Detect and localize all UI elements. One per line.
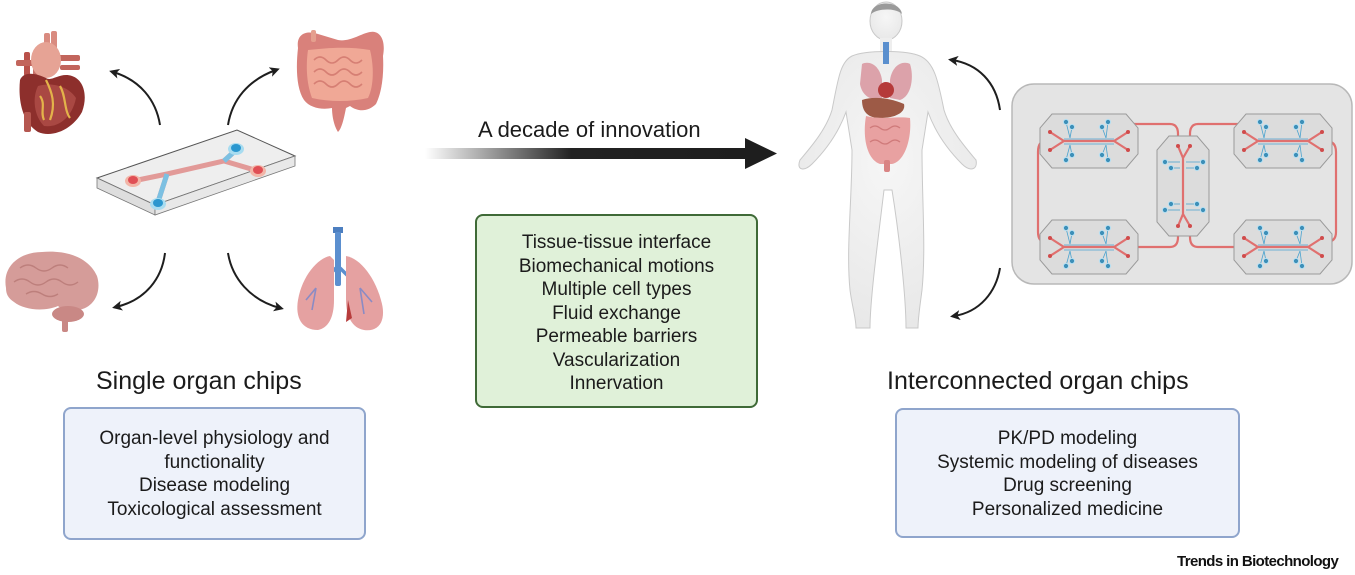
feature-item: Toxicological assessment [107, 498, 322, 520]
organ-chip-module [1233, 219, 1333, 275]
intestine-icon [296, 30, 384, 132]
feature-item: Multiple cell types [541, 279, 692, 300]
single-organ-chip-illustration [95, 129, 297, 216]
arrow-to-body-top [948, 55, 1001, 111]
interconnected-organ-chips-title: Interconnected organ chips [887, 367, 1189, 395]
feature-item: Personalized medicine [971, 498, 1164, 520]
connecting-channel [1188, 122, 1238, 146]
feature-item: Disease modeling [138, 475, 291, 496]
connecting-channel [1188, 226, 1238, 249]
feature-item: Biomechanical motions [518, 255, 715, 277]
organ-chip-module [1233, 113, 1333, 169]
feature-item: PK/PD modeling [997, 428, 1138, 449]
brain-icon [5, 251, 99, 332]
decade-of-innovation-arrow [425, 138, 777, 169]
single-organ-chips-title: Single organ chips [96, 367, 302, 395]
journal-credit: Trends in Biotechnology [1177, 553, 1339, 570]
arrow-to-intestine [227, 67, 280, 126]
feature-item: Drug screening [1003, 475, 1132, 496]
arrow-label: A decade of innovation [478, 117, 701, 142]
heart-icon [16, 31, 85, 134]
single-organ-features-box: Organ-level physiology and functionality… [63, 407, 366, 540]
left-curved-arrows [109, 67, 284, 312]
connecting-channel [1125, 122, 1180, 146]
organ-chip-module [1039, 113, 1139, 169]
feature-item: Innervation [569, 373, 664, 394]
arrow-to-lungs [227, 252, 284, 312]
innovation-features-box: Tissue-tissue interface Biomechanical mo… [475, 214, 758, 408]
arrow-to-heart [109, 68, 161, 126]
organ-chip-module-center [1156, 135, 1210, 237]
feature-item: Systemic modeling of diseases [937, 451, 1198, 473]
human-body-icon [798, 1, 977, 329]
interconnected-features-box: PK/PD modeling Systemic modeling of dise… [895, 408, 1240, 538]
lungs-icon [297, 227, 384, 331]
arrow-to-body-bottom [950, 267, 1001, 321]
feature-item: Vascularization [552, 349, 681, 371]
feature-item: Fluid exchange [552, 302, 681, 324]
feature-item: Permeable barriers [535, 326, 698, 347]
connecting-channel [1125, 226, 1180, 249]
feature-item: Organ-level physiology and [99, 428, 330, 449]
feature-item: functionality [164, 451, 265, 473]
arrow-to-brain [112, 252, 166, 311]
multi-organ-chip-illustration [1011, 83, 1353, 285]
feature-item: Tissue-tissue interface [521, 232, 712, 253]
organ-chip-module [1039, 219, 1139, 275]
right-curved-arrows [948, 55, 1001, 321]
